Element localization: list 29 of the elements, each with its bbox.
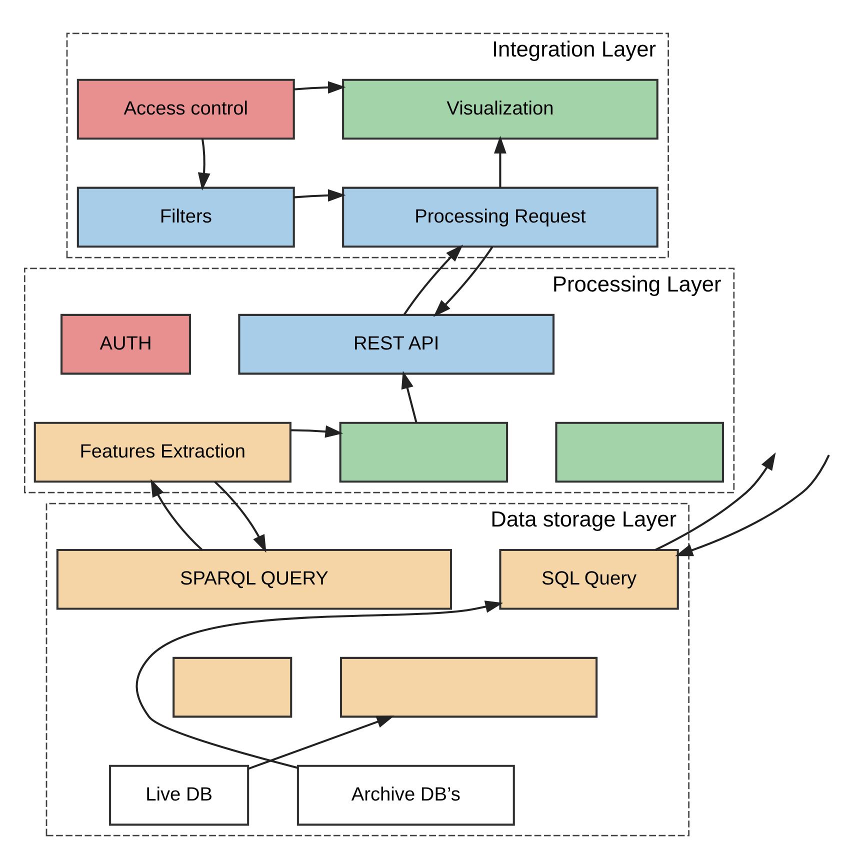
- arrow: [248, 715, 394, 770]
- arrow: [290, 424, 344, 438]
- arrow: [403, 244, 464, 315]
- node-box: Processing Request: [342, 186, 658, 248]
- arrow: [136, 600, 504, 768]
- arrow: [150, 478, 203, 550]
- node-box: Archive DB’s: [296, 764, 515, 826]
- arrow: [494, 135, 506, 188]
- arrow: [401, 370, 418, 422]
- node-box: [555, 421, 724, 482]
- node-box: REST API: [238, 313, 555, 374]
- arrow: [654, 452, 776, 550]
- node-box: [339, 421, 508, 482]
- node-box: [172, 656, 292, 718]
- arrow: [294, 188, 346, 202]
- arrow: [294, 80, 346, 94]
- node-box: [340, 656, 598, 718]
- node-box: Visualization: [342, 78, 658, 140]
- node-box: Features Extraction: [34, 421, 292, 482]
- arrow: [433, 246, 494, 317]
- arrow: [198, 138, 210, 190]
- node-box: SPARQL QUERY: [56, 548, 452, 610]
- node-box: SQL Query: [499, 548, 679, 610]
- node-box: Access control: [76, 78, 295, 140]
- node-box: Filters: [76, 186, 295, 248]
- node-box: Live DB: [109, 764, 250, 826]
- arrow: [214, 480, 266, 552]
- arrow: [675, 454, 830, 556]
- node-box: AUTH: [60, 313, 192, 374]
